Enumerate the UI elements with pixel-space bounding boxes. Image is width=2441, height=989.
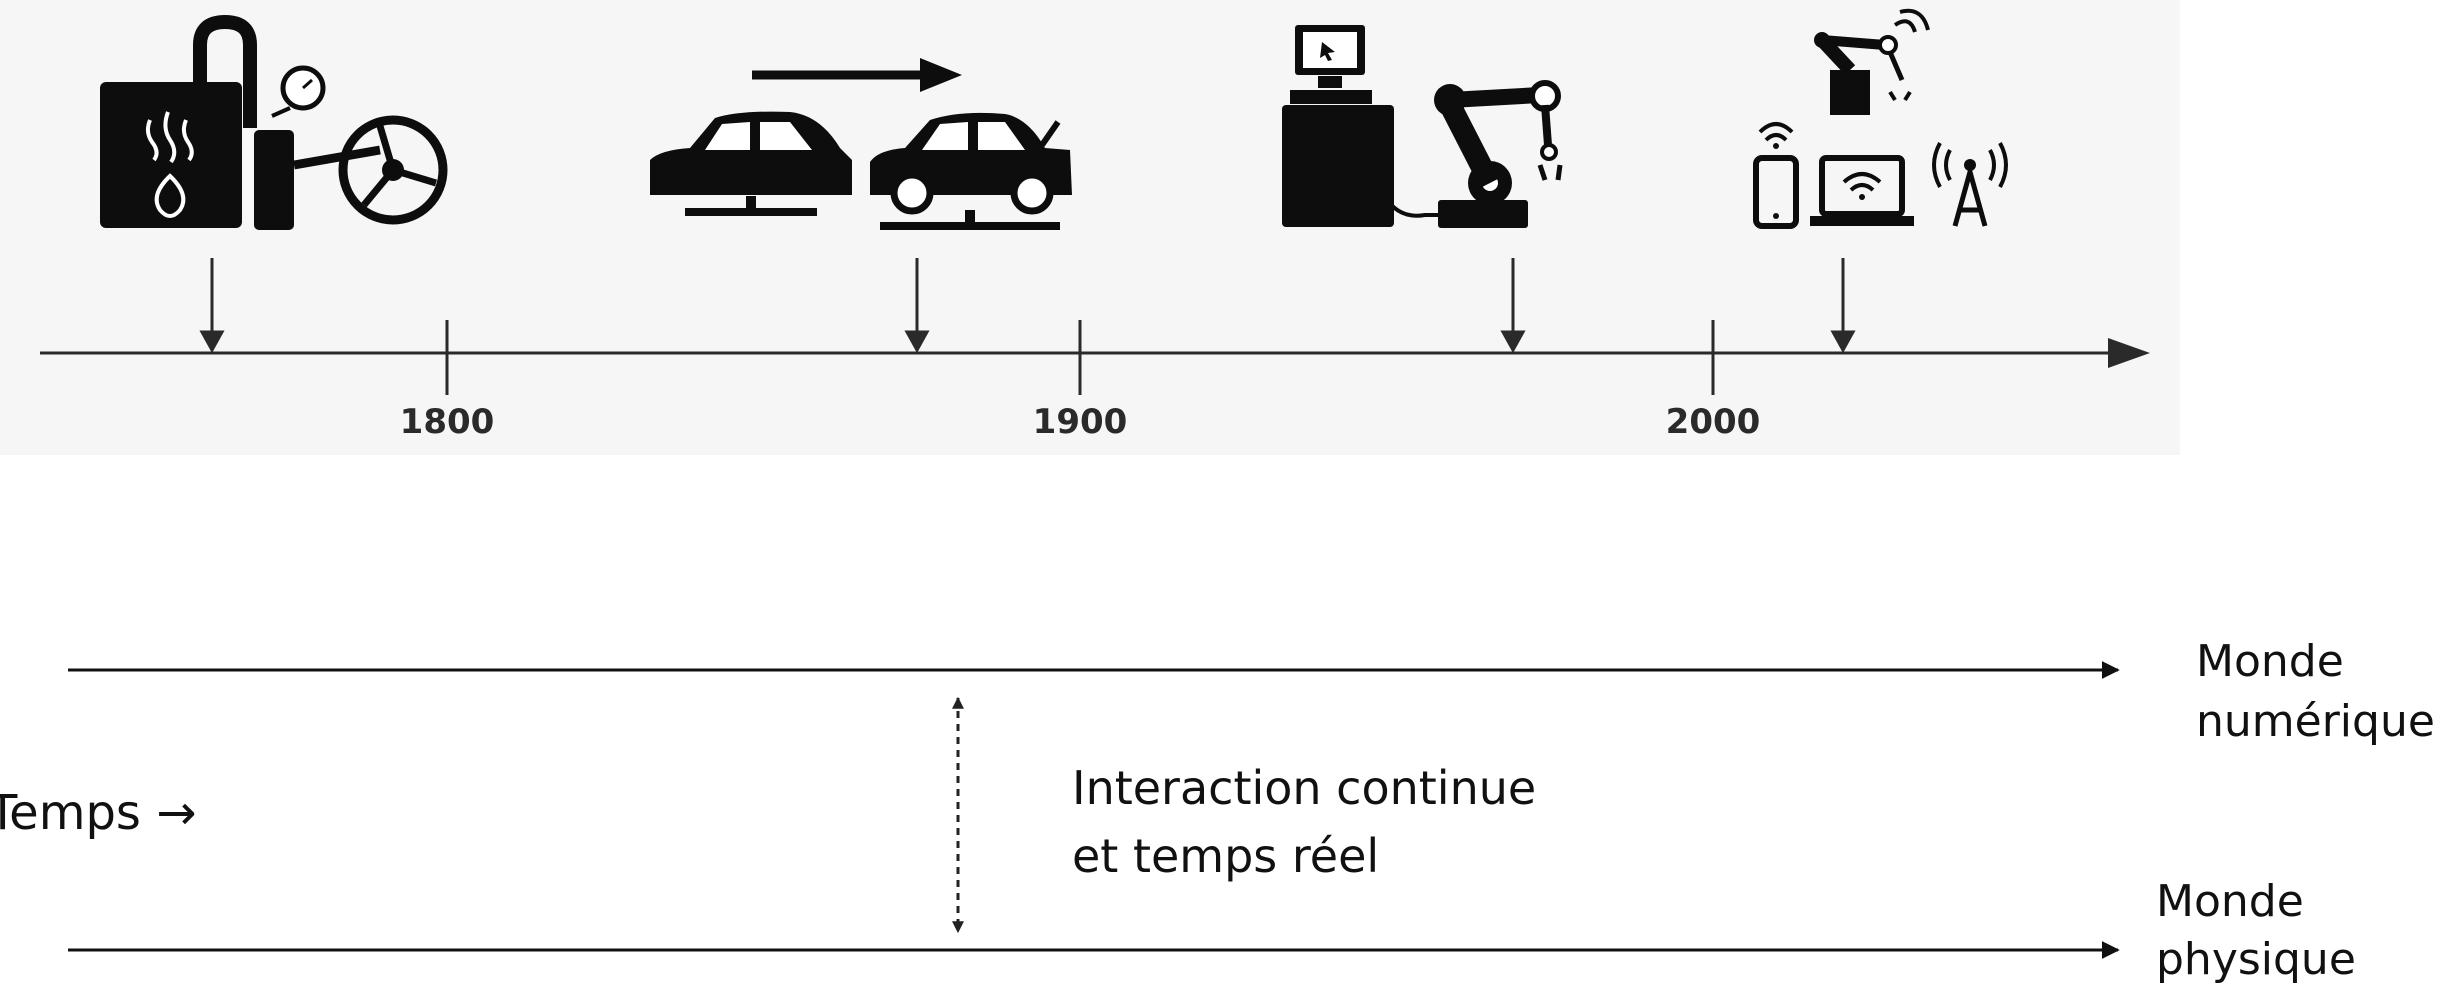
tick-label-2000: 2000 <box>1665 402 1761 442</box>
interaction-label-line2: et temps réel <box>1072 829 1380 883</box>
assembly-line-icon <box>650 58 1072 230</box>
timeline-band <box>0 0 2180 455</box>
computer-robot-arm-icon <box>1282 25 1563 228</box>
era-arrow-1 <box>199 258 225 354</box>
physical-world-label-line2: physique <box>2156 934 2356 985</box>
interaction-label-line1: Interaction continue <box>1072 761 1537 815</box>
era-arrow-2 <box>904 258 930 354</box>
time-label: Temps → <box>0 785 197 841</box>
era-arrow-3 <box>1500 258 1526 354</box>
era-arrow-4 <box>1830 258 1856 354</box>
tick-label-1900: 1900 <box>1032 402 1128 442</box>
interaction-label: Interaction continue et temps réel <box>1072 754 1536 890</box>
timeline-arrowhead <box>2108 338 2150 368</box>
numeric-world-label: Monde numérique <box>2196 632 2435 752</box>
steam-engine-icon <box>100 14 448 230</box>
physical-world-label: Monde physique <box>2156 873 2356 989</box>
timeline-axis <box>40 338 2150 368</box>
numeric-world-label-line1: Monde <box>2196 636 2344 687</box>
physical-world-label-line1: Monde <box>2156 876 2304 927</box>
connected-devices-robot-icon <box>1753 8 2008 229</box>
numeric-world-label-line2: numérique <box>2196 696 2435 747</box>
tick-label-1800: 1800 <box>399 402 495 442</box>
